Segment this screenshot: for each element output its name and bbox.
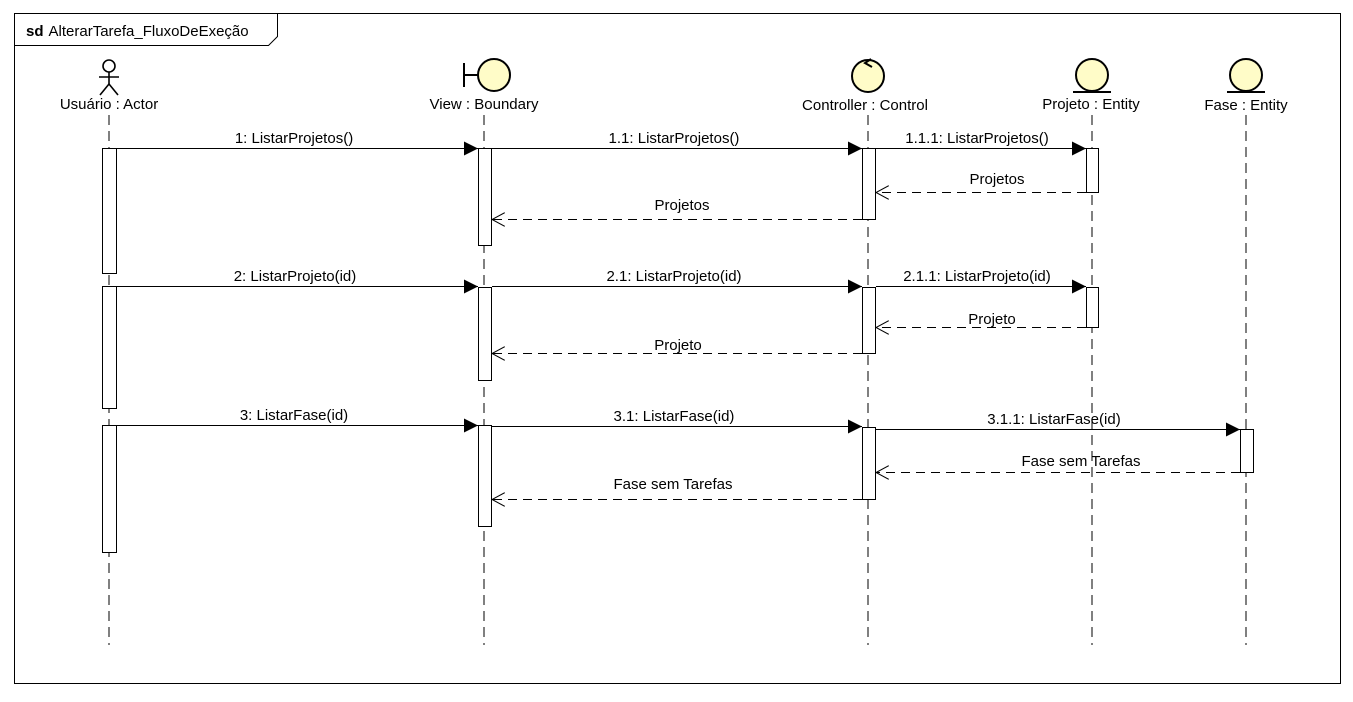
return-label-2-1-1: Projeto (968, 311, 1016, 328)
activation-view-1 (478, 148, 492, 246)
return-label-1-1-1: Projetos (969, 171, 1024, 188)
return-label-3-1-1: Fase sem Tarefas (1022, 453, 1141, 470)
message-label-1: 1: ListarProjetos() (235, 130, 353, 147)
activation-controller-3 (862, 427, 876, 500)
activation-fase-1 (1240, 429, 1254, 473)
message-label-1-1: 1.1: ListarProjetos() (609, 130, 740, 147)
activation-controller-1 (862, 148, 876, 220)
frame-label: sd AlterarTarefa_FluxoDeExeção (26, 23, 249, 40)
lifeline-label-projeto: Projeto : Entity (1042, 96, 1140, 113)
return-label-2-1: Projeto (654, 337, 702, 354)
activation-projeto-2 (1086, 287, 1099, 328)
frame-keyword: sd (26, 23, 44, 40)
activation-projeto-1 (1086, 148, 1099, 193)
return-label-3-1: Fase sem Tarefas (614, 476, 733, 493)
message-label-1-1-1: 1.1.1: ListarProjetos() (905, 130, 1048, 147)
activation-usuario-1 (102, 148, 117, 274)
activation-usuario-2 (102, 286, 117, 409)
message-label-2-1-1: 2.1.1: ListarProjeto(id) (903, 268, 1051, 285)
activation-view-2 (478, 287, 492, 381)
lifeline-label-usuario: Usuário : Actor (60, 96, 158, 113)
frame-border (14, 13, 1341, 684)
control-icon (851, 58, 885, 93)
entity-icon (1227, 58, 1265, 93)
frame-tab (14, 13, 278, 46)
activation-view-3 (478, 425, 492, 527)
lifeline-label-view: View : Boundary (430, 96, 539, 113)
message-label-3: 3: ListarFase(id) (240, 407, 348, 424)
frame-name: AlterarTarefa_FluxoDeExeção (49, 23, 249, 40)
activation-controller-2 (862, 287, 876, 354)
entity-icon (1073, 58, 1111, 93)
message-label-2-1: 2.1: ListarProjeto(id) (606, 268, 741, 285)
message-label-3-1-1: 3.1.1: ListarFase(id) (987, 411, 1120, 428)
lifeline-label-fase: Fase : Entity (1204, 97, 1288, 114)
lifeline-label-controller: Controller : Control (802, 97, 928, 114)
message-label-3-1: 3.1: ListarFase(id) (614, 408, 735, 425)
actor-icon (99, 59, 119, 96)
return-label-1-1: Projetos (654, 197, 709, 214)
activation-usuario-3 (102, 425, 117, 553)
boundary-icon (463, 58, 511, 92)
message-label-2: 2: ListarProjeto(id) (234, 268, 357, 285)
